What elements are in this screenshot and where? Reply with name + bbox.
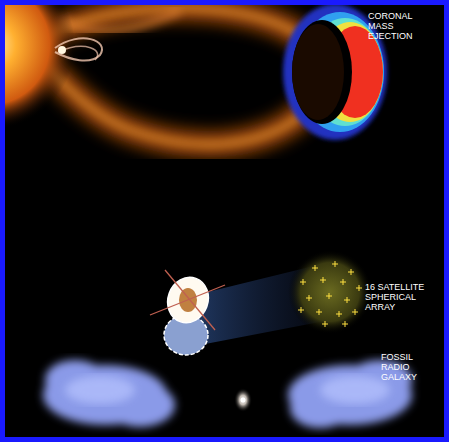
caption-label: CORONAL MASS EJECTION	[368, 11, 418, 41]
caption-label: 16 SATELLITE SPHERICAL ARRAY	[365, 282, 433, 312]
caption-label: FOSSIL RADIO GALAXY	[381, 352, 425, 382]
